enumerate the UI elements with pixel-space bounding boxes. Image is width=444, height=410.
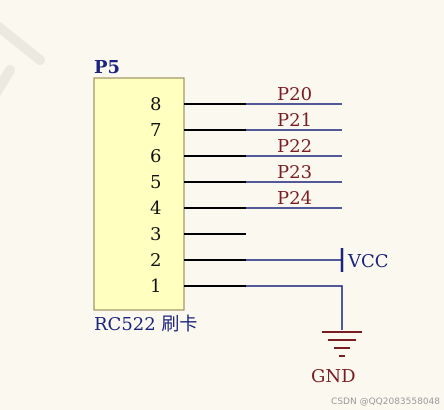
net-label-p20: P20 — [277, 84, 312, 105]
pin-number-5: 5 — [150, 172, 161, 193]
net-label-p24: P24 — [277, 188, 312, 209]
gnd-label: GND — [311, 366, 356, 387]
pin-number-1: 1 — [150, 276, 161, 297]
vcc-label: VCC — [347, 251, 389, 272]
net-label-p23: P23 — [277, 162, 312, 183]
pin-number-2: 2 — [150, 250, 161, 271]
net-label-p21: P21 — [277, 110, 312, 131]
pin-number-7: 7 — [150, 120, 161, 141]
ground-symbol-icon — [322, 331, 362, 357]
pin-number-8: 8 — [150, 94, 161, 115]
component-designator: P5 — [94, 57, 120, 78]
pin-number-3: 3 — [150, 224, 161, 245]
component-description: RC522 刷卡 — [94, 314, 197, 335]
pin-number-6: 6 — [150, 146, 161, 167]
net-wires — [246, 103, 343, 330]
component-body — [93, 77, 185, 311]
pin-stubs — [184, 103, 246, 287]
background-watermark-strokes — [0, 21, 45, 97]
net-label-p22: P22 — [277, 136, 312, 157]
pin-number-4: 4 — [150, 198, 161, 219]
wire-gnd — [246, 285, 343, 330]
watermark-text: CSDN @QQ2083558048 — [331, 397, 440, 407]
